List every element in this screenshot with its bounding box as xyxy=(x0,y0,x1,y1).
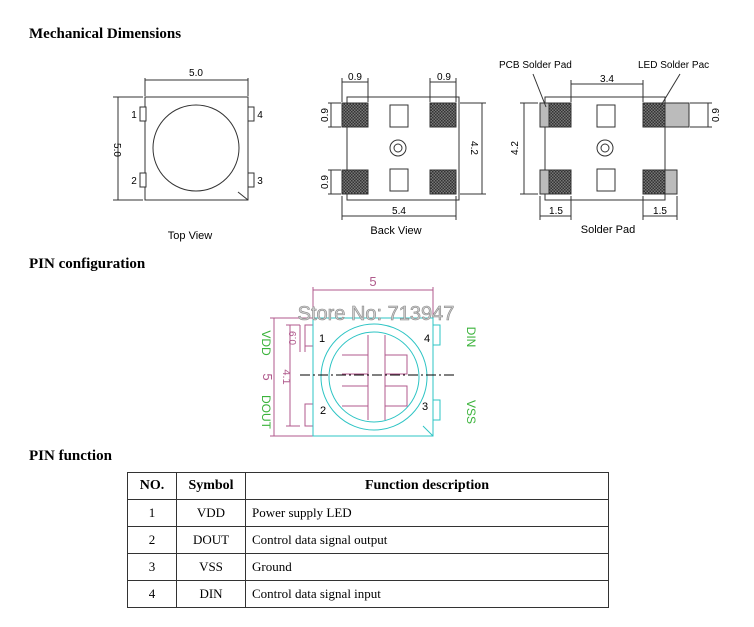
cell-symbol: DIN xyxy=(176,580,246,608)
pin-label-dout: DOUT xyxy=(259,395,273,430)
pin-diagram-inner-height: 4.1 xyxy=(280,369,292,384)
back-view-pad-height-top: 0.9 xyxy=(320,108,331,122)
pin-diagram-width: 5 xyxy=(369,274,376,289)
pin-function-table: NO. Symbol Function description 1 VDD Po… xyxy=(127,472,609,608)
cell-symbol: VSS xyxy=(176,553,246,581)
top-view-pin-4: 4 xyxy=(257,110,263,121)
cell-function: Power supply LED xyxy=(245,499,609,527)
solder-pad-ext-left: 1.5 xyxy=(549,206,563,217)
back-view-caption: Back View xyxy=(370,225,421,237)
cell-function: Control data signal output xyxy=(245,526,609,554)
solder-pad-ext-right: 1.5 xyxy=(653,206,667,217)
back-view-pad-width-left: 0.9 xyxy=(348,72,362,83)
top-view-height-label: 5.0 xyxy=(111,143,122,157)
top-view-drawing xyxy=(113,78,255,201)
table-row: 2 DOUT Control data signal output xyxy=(127,526,609,554)
back-view-drawing xyxy=(328,78,486,220)
cell-no: 2 xyxy=(127,526,177,554)
solder-pad-drawing xyxy=(520,73,712,220)
pin-label-vdd: VDD xyxy=(259,330,273,356)
header-function: Function description xyxy=(245,472,609,500)
pin-diagram-height: 5 xyxy=(260,373,275,380)
solder-pad-height-label: 4.2 xyxy=(510,141,521,155)
back-view-pad-width-right: 0.9 xyxy=(437,72,451,83)
pin-diagram-pin-1: 1 xyxy=(319,333,325,345)
table-row: 3 VSS Ground xyxy=(127,553,609,581)
mechanical-drawings: 5.0 5.0 1 2 3 4 Top View 0.9 0.9 xyxy=(111,60,722,437)
pin-diagram-pin-4: 4 xyxy=(424,333,430,345)
top-view-caption: Top View xyxy=(168,230,212,242)
mechanical-dimensions-heading: Mechanical Dimensions xyxy=(29,26,182,42)
pin-diagram-pad: 0.9 xyxy=(288,331,299,345)
back-view-pad-height-bottom: 0.9 xyxy=(320,175,331,189)
cell-symbol: VDD xyxy=(176,499,246,527)
cell-no: 1 xyxy=(127,499,177,527)
top-view-width-label: 5.0 xyxy=(189,68,203,79)
cell-function: Control data signal input xyxy=(245,580,609,608)
cell-no: 3 xyxy=(127,553,177,581)
led-solder-pad-label: LED Solder Pac xyxy=(638,60,709,71)
solder-pad-pad-height: 0.9 xyxy=(711,108,722,122)
table-row: 4 DIN Control data signal input xyxy=(127,580,609,608)
header-no: NO. xyxy=(127,472,177,500)
table-header-row: NO. Symbol Function description xyxy=(127,472,609,500)
pin-function-heading: PIN function xyxy=(29,448,112,464)
table-row: 1 VDD Power supply LED xyxy=(127,499,609,527)
pin-configuration-heading: PIN configuration xyxy=(29,256,146,272)
pin-label-vss: VSS xyxy=(464,400,478,424)
cell-symbol: DOUT xyxy=(176,526,246,554)
pin-label-din: DIN xyxy=(464,327,478,348)
pcb-solder-pad-label: PCB Solder Pad xyxy=(499,60,572,71)
solder-pad-inner-width: 3.4 xyxy=(600,74,614,85)
pin-diagram-pin-3: 3 xyxy=(422,401,428,413)
cell-no: 4 xyxy=(127,580,177,608)
pin-configuration-drawing xyxy=(270,287,455,437)
top-view-pin-1: 1 xyxy=(131,110,137,121)
top-view-pin-3: 3 xyxy=(257,176,263,187)
store-watermark: Store No: 713947 xyxy=(298,303,455,325)
top-view-pin-2: 2 xyxy=(131,176,137,187)
solder-pad-caption: Solder Pad xyxy=(581,224,635,236)
back-view-width-label: 5.4 xyxy=(392,206,406,217)
header-symbol: Symbol xyxy=(176,472,246,500)
pin-diagram-pin-2: 2 xyxy=(320,405,326,417)
cell-function: Ground xyxy=(245,553,609,581)
back-view-height-label: 4.2 xyxy=(468,141,479,155)
